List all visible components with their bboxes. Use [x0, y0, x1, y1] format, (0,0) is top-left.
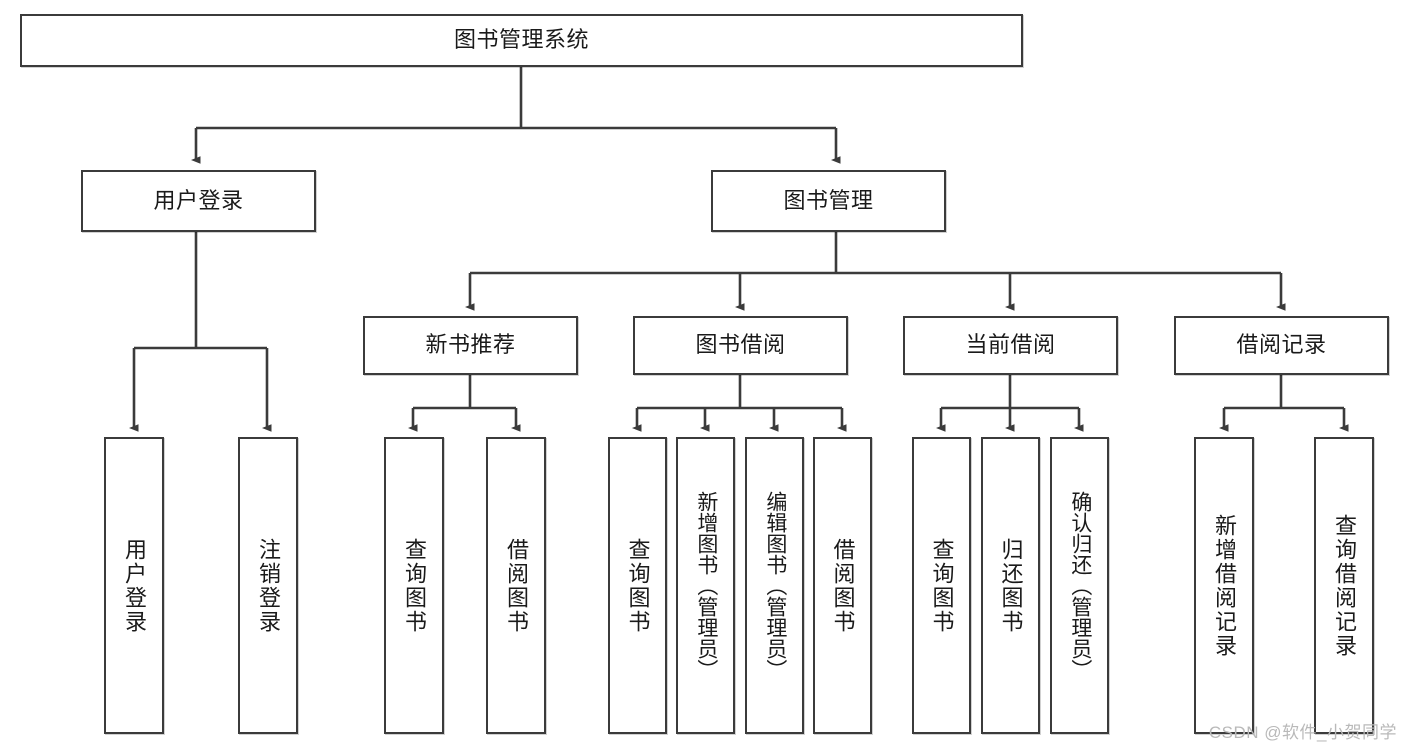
node-label: 查询图书 — [625, 537, 651, 634]
node-label: 新增图书（管理员） — [694, 491, 718, 680]
leaf-query-book-3[interactable]: 查询图书 — [912, 437, 971, 734]
node-label: 新增借阅记录 — [1211, 513, 1237, 658]
node-book-manage[interactable]: 图书管理 — [711, 170, 946, 232]
node-label: 编辑图书（管理员） — [763, 491, 787, 680]
node-label: 查询借阅记录 — [1331, 513, 1357, 658]
leaf-add-borrow-record[interactable]: 新增借阅记录 — [1194, 437, 1254, 734]
leaf-query-borrow-record[interactable]: 查询借阅记录 — [1314, 437, 1374, 734]
leaf-query-book-1[interactable]: 查询图书 — [384, 437, 444, 734]
node-label: 借阅记录 — [1236, 332, 1327, 358]
node-current-borrow[interactable]: 当前借阅 — [903, 316, 1118, 375]
node-label: 借阅图书 — [830, 537, 856, 634]
leaf-confirm-return[interactable]: 确认归还（管理员） — [1050, 437, 1109, 734]
leaf-borrow-book-2[interactable]: 借阅图书 — [813, 437, 872, 734]
node-borrow-record[interactable]: 借阅记录 — [1174, 316, 1389, 375]
node-root[interactable]: 图书管理系统 — [20, 14, 1023, 67]
leaf-add-book[interactable]: 新增图书（管理员） — [676, 437, 735, 734]
leaf-logout[interactable]: 注销登录 — [238, 437, 298, 734]
node-label: 用户登录 — [121, 537, 147, 634]
node-user-login[interactable]: 用户登录 — [81, 170, 316, 232]
leaf-edit-book[interactable]: 编辑图书（管理员） — [745, 437, 804, 734]
leaf-user-login[interactable]: 用户登录 — [104, 437, 164, 734]
leaf-borrow-book-1[interactable]: 借阅图书 — [486, 437, 546, 734]
node-label: 图书管理 — [783, 187, 874, 213]
node-book-borrow[interactable]: 图书借阅 — [633, 316, 848, 375]
node-label: 确认归还（管理员） — [1068, 491, 1092, 680]
leaf-query-book-2[interactable]: 查询图书 — [608, 437, 667, 734]
node-label: 查询图书 — [929, 537, 955, 634]
node-label: 当前借阅 — [965, 332, 1056, 358]
node-label: 图书借阅 — [695, 332, 786, 358]
node-label: 注销登录 — [255, 537, 281, 634]
node-label: 图书管理系统 — [453, 27, 589, 53]
watermark: CSDN @软件_小贺同学 — [1208, 723, 1397, 742]
node-label: 用户登录 — [153, 187, 244, 213]
leaf-return-book[interactable]: 归还图书 — [981, 437, 1040, 734]
node-new-book-recommend[interactable]: 新书推荐 — [363, 316, 578, 375]
node-label: 新书推荐 — [425, 332, 516, 358]
node-label: 借阅图书 — [503, 537, 529, 634]
node-label: 查询图书 — [401, 537, 427, 634]
node-label: 归还图书 — [998, 537, 1024, 634]
